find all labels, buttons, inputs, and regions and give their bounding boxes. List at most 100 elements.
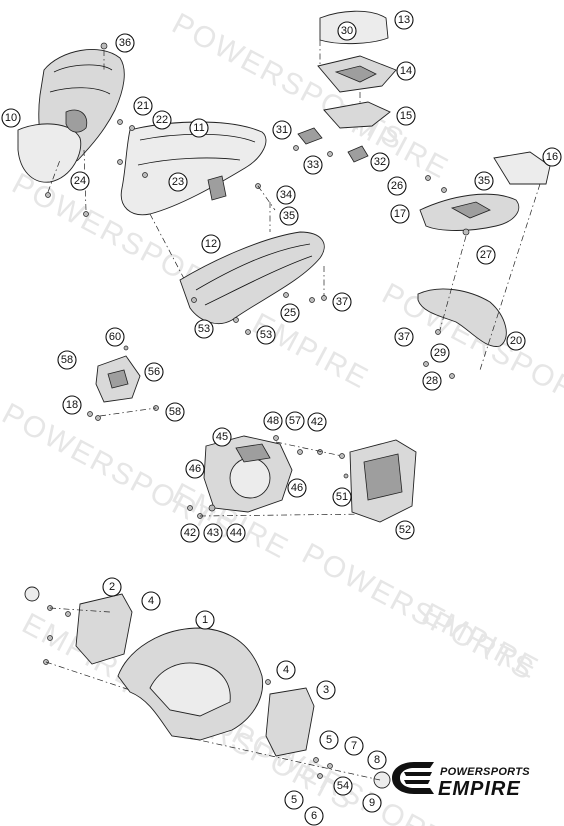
callout-20[interactable]: 20: [506, 331, 526, 351]
svg-text:4: 4: [148, 595, 154, 607]
logo-top-text: POWERSPORTS: [440, 766, 530, 778]
svg-text:4: 4: [283, 664, 289, 676]
callout-53[interactable]: 53: [194, 319, 214, 339]
callout-17[interactable]: 17: [390, 204, 410, 224]
svg-text:26: 26: [391, 180, 403, 192]
callout-37[interactable]: 37: [332, 292, 352, 312]
washer-left: [24, 586, 40, 602]
bolt: [208, 504, 216, 512]
bolt: [327, 151, 333, 157]
callout-57[interactable]: 57: [285, 411, 305, 431]
bolt: [317, 773, 323, 779]
bolt: [265, 679, 271, 685]
bolt: [313, 757, 319, 763]
callout-56[interactable]: 56: [144, 362, 164, 382]
svg-text:29: 29: [434, 347, 446, 359]
callout-4[interactable]: 4: [141, 591, 161, 611]
callout-7[interactable]: 7: [344, 736, 364, 756]
callout-22[interactable]: 22: [152, 110, 172, 130]
callout-53[interactable]: 53: [256, 325, 276, 345]
callout-26[interactable]: 26: [387, 176, 407, 196]
callout-36[interactable]: 36: [115, 33, 135, 53]
callout-28[interactable]: 28: [422, 371, 442, 391]
callout-10[interactable]: 10: [1, 108, 21, 128]
callout-54[interactable]: 54: [333, 776, 353, 796]
callout-32[interactable]: 32: [370, 152, 390, 172]
svg-text:13: 13: [398, 14, 410, 26]
callout-30[interactable]: 30: [337, 21, 357, 41]
callout-27[interactable]: 27: [476, 245, 496, 265]
callout-35[interactable]: 35: [279, 206, 299, 226]
logo-main-text: EMPIRE: [438, 778, 521, 800]
svg-text:42: 42: [184, 527, 196, 539]
callout-58[interactable]: 58: [57, 350, 77, 370]
bracket: [207, 175, 227, 201]
svg-text:31: 31: [276, 124, 288, 136]
callout-3[interactable]: 3: [316, 680, 336, 700]
callout-42[interactable]: 42: [180, 523, 200, 543]
svg-text:48: 48: [267, 415, 279, 427]
bracket-opening: [229, 457, 271, 499]
callout-46[interactable]: 46: [287, 478, 307, 498]
callout-24[interactable]: 24: [70, 171, 90, 191]
bolt: [343, 473, 349, 479]
callout-25[interactable]: 25: [280, 303, 300, 323]
callout-2[interactable]: 2: [102, 577, 122, 597]
callout-58[interactable]: 58: [165, 402, 185, 422]
bolt: [273, 435, 279, 441]
bolt: [47, 635, 53, 641]
svg-text:33: 33: [307, 159, 319, 171]
callout-11[interactable]: 11: [189, 118, 209, 138]
callout-1[interactable]: 1: [195, 610, 215, 630]
svg-text:34: 34: [280, 189, 292, 201]
callout-34[interactable]: 34: [276, 185, 296, 205]
bolt: [100, 42, 108, 50]
svg-text:35: 35: [478, 175, 490, 187]
svg-text:18: 18: [66, 399, 78, 411]
callout-21[interactable]: 21: [133, 96, 153, 116]
callout-29[interactable]: 29: [430, 343, 450, 363]
callout-6[interactable]: 6: [304, 806, 324, 826]
svg-text:58: 58: [169, 406, 181, 418]
callout-51[interactable]: 51: [332, 487, 352, 507]
callout-15[interactable]: 15: [396, 106, 416, 126]
callout-5[interactable]: 5: [319, 730, 339, 750]
bolt: [117, 119, 123, 125]
callout-9[interactable]: 9: [362, 793, 382, 813]
callout-46[interactable]: 46: [185, 459, 205, 479]
bolt: [293, 145, 299, 151]
callout-14[interactable]: 14: [396, 61, 416, 81]
callout-8[interactable]: 8: [367, 750, 387, 770]
bolt: [117, 159, 123, 165]
bolt: [95, 415, 101, 421]
small-bracket-assembly: [87, 345, 159, 421]
callout-16[interactable]: 16: [542, 147, 562, 167]
bolt: [245, 329, 251, 335]
callout-12[interactable]: 12: [201, 234, 221, 254]
callout-18[interactable]: 18: [62, 395, 82, 415]
callout-44[interactable]: 44: [226, 523, 246, 543]
pad-14: [334, 65, 377, 83]
bolt: [123, 345, 129, 351]
callout-52[interactable]: 52: [395, 520, 415, 540]
bolt: [45, 192, 51, 198]
callout-13[interactable]: 13: [394, 10, 414, 30]
bolt: [441, 187, 447, 193]
bolt: [423, 361, 429, 367]
callout-37[interactable]: 37: [394, 327, 414, 347]
callout-35[interactable]: 35: [474, 171, 494, 191]
callout-5[interactable]: 5: [284, 790, 304, 810]
svg-text:21: 21: [137, 100, 149, 112]
callout-33[interactable]: 33: [303, 155, 323, 175]
callout-48[interactable]: 48: [263, 411, 283, 431]
callout-42[interactable]: 42: [307, 412, 327, 432]
callout-23[interactable]: 23: [168, 172, 188, 192]
svg-text:22: 22: [156, 114, 168, 126]
callout-60[interactable]: 60: [105, 327, 125, 347]
callout-45[interactable]: 45: [212, 427, 232, 447]
callout-4[interactable]: 4: [276, 660, 296, 680]
callout-43[interactable]: 43: [203, 523, 223, 543]
bolt: [65, 611, 71, 617]
rear-fender-mudflap: [17, 123, 82, 183]
callout-31[interactable]: 31: [272, 120, 292, 140]
